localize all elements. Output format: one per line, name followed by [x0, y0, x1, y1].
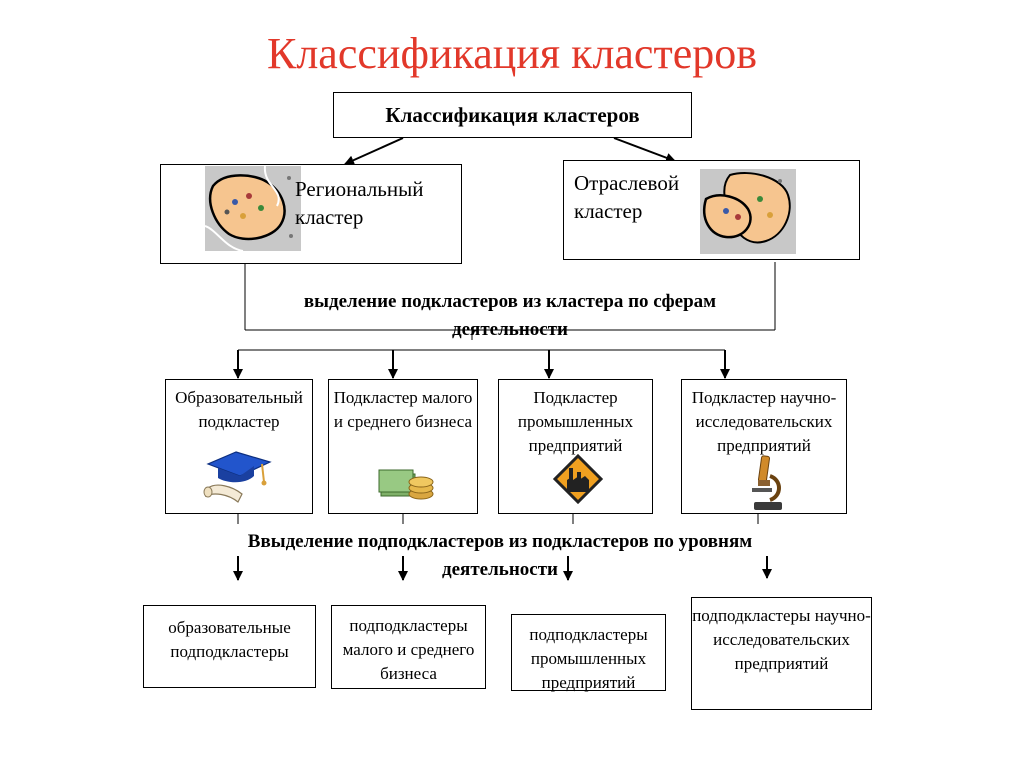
sectoral-cluster-box: Отраслевой кластер	[563, 160, 860, 260]
subsub-research: подподкластеры научно-исследовательских …	[691, 597, 872, 710]
subsub-industrial-label: подподкластеры промышленных предприятий	[529, 625, 648, 692]
subsub-educational: образовательные подподкластеры	[143, 605, 316, 688]
subcluster-educational: Образовательный подкластер	[165, 379, 313, 514]
sectoral-cluster-label: Отраслевой кластер	[574, 171, 680, 223]
slide-title: Классификация кластеров	[267, 29, 757, 78]
level2-note: Ввыделение подподкластеров из подкластер…	[247, 531, 753, 580]
subcluster-industrial-label: Подкластер промышленных предприятий	[517, 388, 634, 455]
factory-sign-icon	[553, 454, 603, 504]
subcluster-educational-label: Образовательный подкластер	[175, 388, 303, 431]
subcluster-industrial: Подкластер промышленных предприятий	[498, 379, 653, 514]
subcluster-research-label: Подкластер научно-исследовательских пред…	[691, 388, 837, 455]
subsub-business: подподкластеры малого и среднего бизнеса	[331, 605, 486, 689]
subcluster-business: Подкластер малого и среднего бизнеса	[328, 379, 478, 514]
sectoral-map-icon	[700, 169, 796, 254]
money-stack-icon	[378, 469, 434, 500]
regional-cluster-label: Региональный кластер	[295, 177, 424, 229]
graduation-cap-icon	[203, 451, 272, 503]
level1-note: выделение подкластеров из кластера по сф…	[303, 291, 717, 340]
subcluster-business-label: Подкластер малого и среднего бизнеса	[333, 388, 473, 431]
subsub-business-label: подподкластеры малого и среднего бизнеса	[342, 616, 475, 683]
root-node: Классификация кластеров	[333, 92, 692, 138]
subsub-research-label: подподкластеры научно-исследовательских …	[692, 606, 871, 673]
regional-map-icon	[205, 166, 301, 251]
subsub-educational-label: образовательные подподкластеры	[168, 618, 291, 661]
subsub-industrial: подподкластеры промышленных предприятий	[511, 614, 666, 692]
microscope-icon	[752, 455, 782, 510]
regional-cluster-box: Региональный кластер	[160, 164, 462, 264]
subcluster-research: Подкластер научно-исследовательских пред…	[681, 379, 847, 514]
